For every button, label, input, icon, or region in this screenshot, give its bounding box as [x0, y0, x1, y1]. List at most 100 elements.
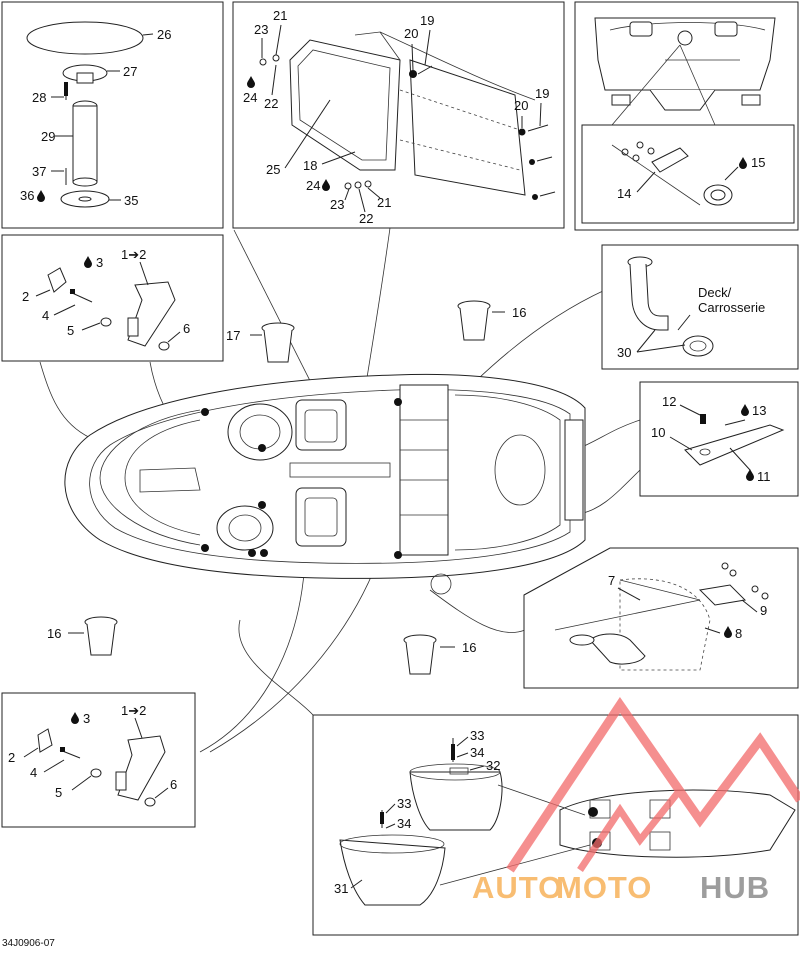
callout-3-bottom: 3: [83, 711, 90, 726]
swim-platform: [564, 419, 584, 521]
callout-24a: 24: [243, 90, 257, 105]
watermark-logo: AUTO MOTO HUB: [472, 697, 800, 905]
callout-21a: 21: [273, 8, 287, 23]
rear-bench: [399, 384, 449, 556]
panel-stern-cleat: 7 9 8: [523, 547, 799, 689]
passenger-console: [216, 505, 274, 551]
trim-bracket: [684, 424, 785, 466]
panel-drain-fitting: Deck/Carrosserie 30: [601, 244, 799, 370]
callout-16-top: 16: [512, 305, 526, 320]
storage-bin-upper: [409, 771, 503, 831]
boat-hull-top-view: [64, 373, 586, 595]
callout-1to2-top: 1➔2: [121, 247, 146, 262]
panel-grab-handle-bottom: 1➔2 3 2 4 5 6: [1, 692, 196, 828]
passenger-seat: [295, 487, 347, 547]
callout-22b: 22: [359, 211, 373, 226]
table-top: [26, 21, 144, 55]
handle-cap-top: [47, 267, 67, 293]
cup-holder-16-top: 16: [457, 300, 526, 341]
panel-storage-bins: 33 34 32 33 34 31: [312, 714, 799, 936]
callout-14: 14: [617, 186, 631, 201]
panel-transom-handle: 15 14: [574, 1, 799, 231]
hull-outline: [64, 373, 586, 579]
storage-frame: [409, 59, 526, 196]
callout-15: 15: [751, 155, 765, 170]
callout-30: 30: [617, 345, 631, 360]
callout-33a: 33: [470, 728, 484, 743]
callout-8: 8: [735, 626, 742, 641]
callout-11: 11: [757, 469, 771, 484]
callout-16-bottom: 16: [462, 640, 476, 655]
callout-19b: 19: [535, 86, 549, 101]
callout-34b: 34: [397, 816, 411, 831]
callout-20a: 20: [404, 26, 418, 41]
watermark-moto: MOTO: [556, 870, 652, 905]
panel-grab-handle-top: 1➔2 3 2 4 5 6: [1, 234, 224, 362]
watermark-auto: AUTO: [472, 870, 563, 905]
callout-1to2-bottom: 1➔2: [121, 703, 146, 718]
callout-36: 36: [20, 188, 34, 203]
callout-26: 26: [157, 27, 171, 42]
callout-33b: 33: [397, 796, 411, 811]
grab-handle-top: [127, 281, 176, 347]
callout-9: 9: [760, 603, 767, 618]
callout-24b: 24: [306, 178, 320, 193]
callout-4-bottom: 4: [30, 765, 37, 780]
callout-4-top: 4: [42, 308, 49, 323]
cup-holder-16-left: 16: [47, 616, 118, 656]
drain-flange: [682, 335, 714, 357]
callout-16-left: 16: [47, 626, 61, 641]
callout-31: 31: [334, 881, 348, 896]
cup-holders: 17 16 16 16: [47, 300, 526, 675]
callout-5-top: 5: [67, 323, 74, 338]
stern-cleat: [589, 633, 646, 665]
grab-handle-bottom: [117, 735, 166, 801]
callout-5-bottom: 5: [55, 785, 62, 800]
helm-console: [227, 403, 293, 461]
callout-37: 37: [32, 164, 46, 179]
callout-18: 18: [303, 158, 317, 173]
drain-elbow: [629, 263, 669, 331]
callout-23a: 23: [254, 22, 268, 37]
callout-32: 32: [486, 758, 500, 773]
callout-7: 7: [608, 573, 615, 588]
storage-bin-lower: [339, 839, 446, 906]
cleat-backing-plate: [698, 584, 747, 606]
deck-note: Deck/Carrosserie: [698, 285, 765, 315]
callout-27: 27: [123, 64, 137, 79]
cup-holder-17: 17: [226, 322, 295, 363]
callout-29: 29: [41, 129, 55, 144]
figure-code: 34J0906-07: [2, 938, 55, 949]
callout-25: 25: [266, 162, 280, 177]
callout-3-top: 3: [96, 255, 103, 270]
handle-cap-bottom: [37, 728, 53, 753]
callout-13: 13: [752, 403, 766, 418]
cup-holder-16-bottom: 16: [403, 634, 476, 675]
transom-view: [594, 17, 776, 91]
callout-2-top: 2: [22, 289, 29, 304]
pedestal-tube: [72, 105, 98, 183]
handle-plate: [651, 147, 689, 173]
callout-12: 12: [662, 394, 676, 409]
callout-21b: 21: [377, 195, 391, 210]
callout-35: 35: [124, 193, 138, 208]
callout-34a: 34: [470, 745, 484, 760]
callout-28: 28: [32, 90, 46, 105]
panel-storage-lid: 23 21 24 22 25 18 19 20 19 20 24: [232, 1, 565, 229]
callout-6-bottom: 6: [170, 777, 177, 792]
callout-19a: 19: [420, 13, 434, 28]
panel-table-pedestal: 26 27 28 29 37 36 35: [1, 1, 224, 229]
callout-22a: 22: [264, 96, 278, 111]
callout-10: 10: [651, 425, 665, 440]
panel-trim-bracket: 12 13 10 11: [639, 381, 799, 497]
callout-2-bottom: 2: [8, 750, 15, 765]
driver-seat: [295, 399, 347, 451]
callout-23b: 23: [330, 197, 344, 212]
callout-17: 17: [226, 328, 240, 343]
watermark-hub: HUB: [700, 870, 770, 905]
connector-lines: [39, 227, 641, 753]
callout-20b: 20: [514, 98, 528, 113]
callout-6-top: 6: [183, 321, 190, 336]
